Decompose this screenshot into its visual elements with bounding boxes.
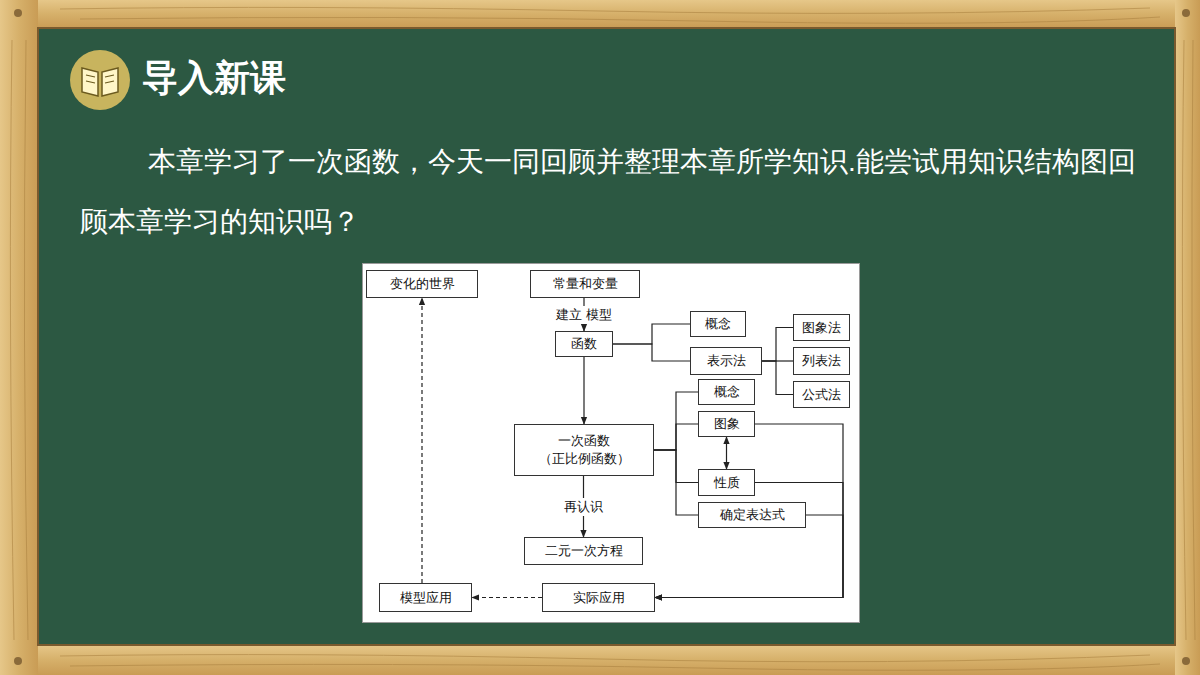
box-label: 图象: [714, 415, 740, 433]
connector: [762, 328, 793, 362]
box-label: 二元一次方程: [545, 542, 623, 560]
connector: [762, 361, 793, 395]
box-label: 确定表达式: [720, 506, 785, 524]
concept-box: 模型应用: [379, 583, 472, 612]
box-label: 概念: [705, 315, 731, 333]
concept-box: 变化的世界: [366, 270, 478, 298]
concept-box: 表示法: [690, 347, 762, 375]
box-label: 性质: [714, 474, 740, 492]
concept-box: 二元一次方程: [524, 537, 643, 565]
frame-top: [0, 0, 1200, 28]
lesson-icon: [70, 50, 130, 110]
concept-box: 确定表达式: [698, 502, 806, 528]
concept-box: 概念: [698, 379, 755, 405]
box-label: 公式法: [802, 386, 841, 404]
connector: [613, 324, 690, 344]
connector: [655, 424, 843, 598]
box-label: 实际应用: [573, 589, 625, 607]
concept-box: 列表法: [793, 347, 850, 375]
concept-box: 函数: [555, 331, 613, 357]
box-label: 图象法: [802, 319, 841, 337]
box-label: 一次函数 （正比例函数）: [534, 432, 634, 467]
frame-left: [0, 0, 38, 675]
box-label: 模型应用: [400, 589, 452, 607]
box-label: 列表法: [802, 352, 841, 370]
frame-bottom: [0, 645, 1200, 675]
board-surface: [38, 28, 1175, 645]
intro-paragraph: 本章学习了一次函数，今天一同回顾并整理本章所学知识.能尝试用知识结构图回顾本章学…: [80, 132, 1155, 252]
connector: [655, 483, 843, 598]
concept-box: 一次函数 （正比例函数）: [514, 424, 654, 476]
wood-grain: [10, 7, 1195, 670]
connector: [421, 298, 422, 583]
box-label: 常量和变量: [553, 275, 618, 293]
concept-box: 常量和变量: [530, 270, 640, 298]
box-label: 表示法: [707, 352, 746, 370]
frame-right: [1175, 0, 1200, 675]
edge-label: 建立 模型: [554, 306, 614, 324]
connector: [613, 344, 690, 361]
box-label: 概念: [714, 383, 740, 401]
concept-box: 概念: [690, 311, 746, 337]
connector: [583, 357, 584, 424]
box-label: 变化的世界: [390, 275, 455, 293]
connector: [472, 597, 542, 598]
connector: [654, 424, 698, 450]
concept-box: 性质: [698, 469, 755, 496]
slide-heading: 导入新课: [142, 54, 286, 103]
connector: [726, 437, 727, 469]
concept-box: 图象: [698, 411, 755, 437]
connector: [654, 392, 698, 450]
edge-label: 再认识: [562, 498, 605, 516]
box-label: 函数: [571, 335, 597, 353]
concept-box: 图象法: [793, 314, 850, 341]
concept-box: 公式法: [793, 381, 850, 408]
concept-box: 实际应用: [542, 583, 655, 612]
connector: [654, 450, 698, 515]
frame-nails: [14, 9, 1190, 665]
